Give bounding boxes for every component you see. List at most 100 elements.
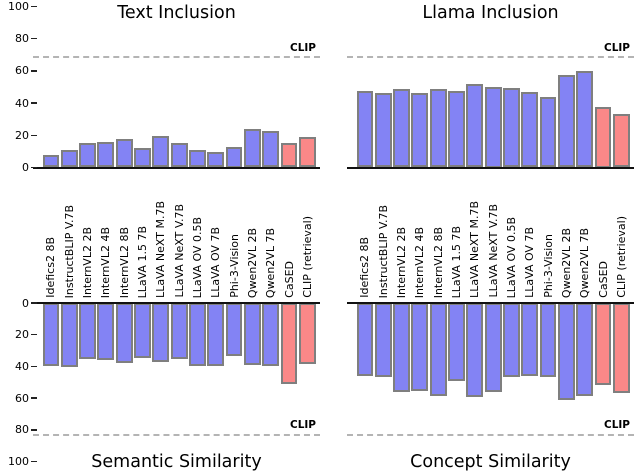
clip-reference-line [347, 433, 634, 436]
bar-internvl2-2b [393, 303, 410, 392]
y-tick-mark [31, 429, 37, 431]
bar-internvl2-4b [97, 303, 115, 361]
bar-llava-ov-7b [521, 303, 539, 376]
x-tick-label-text: CLIP (retrieval) [614, 216, 628, 298]
x-tick-label-text: InternVL2 4B [99, 226, 113, 298]
bar-llava-next-v-7b [484, 303, 502, 392]
x-tick-label-text: InternVL2 8B [117, 226, 131, 298]
bar-internvl2-8b [429, 303, 447, 396]
y-tick-label: 0 [22, 161, 29, 174]
bar-qwen2vl-2b [244, 128, 261, 168]
x-tick-label-text: Qwen2VL 7B [264, 227, 278, 298]
x-tick-label: Phi-3-Vision [227, 234, 241, 298]
x-tick-label: LLaVA NeXT V.7B [172, 204, 186, 298]
panel-title-concept-similarity: Concept Similarity [410, 452, 571, 472]
x-tick-label-text: LLaVA NeXT V.7B [172, 204, 186, 298]
x-tick-label-text: InternVL2 2B [395, 226, 409, 298]
x-tick-label: Idefics2 8B [44, 237, 58, 298]
x-tick-label: LLaVA OV 7B [523, 227, 537, 298]
x-tick-label: Qwen2VL 7B [264, 228, 278, 298]
bar-idefics2-8b [42, 303, 60, 366]
bar-llava-next-v-7b [170, 303, 188, 360]
bar-idefics2-8b [356, 303, 374, 376]
x-tick-label: InternVL2 4B [413, 227, 427, 298]
clip-reference-line [33, 56, 320, 59]
clip-reference-label: CLIP [604, 41, 630, 54]
x-tick-label-text: CLIP (retrieval) [300, 216, 314, 298]
bar-internvl2-2b [79, 143, 96, 168]
bar-llava-next-v-7b [170, 142, 188, 168]
bar-llava-1-5-7b [448, 303, 465, 381]
y-tick-mark [31, 134, 37, 137]
x-tick-label: Phi-3-Vision [541, 234, 555, 298]
bar-internvl2-8b [115, 138, 133, 168]
bar-cased [594, 107, 612, 168]
x-tick-label-text: Qwen2VL 2B [245, 227, 259, 298]
bar-internvl2-4b [411, 92, 429, 168]
clip-reference-line [33, 433, 320, 436]
x-tick-label: CLIP (retrieval) [614, 216, 628, 298]
x-tick-label-text: CaSED [282, 261, 296, 298]
clip-reference-line [347, 56, 634, 59]
x-tick-label: Qwen2VL 2B [559, 228, 573, 298]
x-tick-label-text: Idefics2 8B [44, 237, 58, 298]
bar-llava-ov-7b [207, 303, 225, 367]
x-tick-label-text: InternVL2 8B [431, 226, 445, 298]
y-tick-mark [31, 460, 37, 463]
bar-qwen2vl-7b [262, 131, 280, 168]
y-tick-label: 40 [15, 96, 29, 110]
clip-reference-label: CLIP [604, 419, 630, 432]
x-tick-label: LLaVA NeXT V.7B [486, 204, 500, 298]
x-tick-label-text: LLaVA 1.5 7B [450, 225, 463, 298]
bar-phi-3-vision [225, 303, 243, 357]
x-tick-label: LLaVA 1.5 7B [136, 226, 150, 298]
x-tick-label: InstructBLIP V.7B [376, 205, 390, 298]
x-tick-label: LLaVA 1.5 7B [450, 226, 464, 298]
x-tick-label: InternVL2 8B [117, 227, 131, 298]
y-tick-mark [31, 397, 37, 399]
x-tick-label: CaSED [596, 261, 610, 298]
bar-qwen2vl-7b [576, 303, 594, 396]
bar-instructblip-v-7b [374, 93, 392, 168]
x-tick-label-text: LLaVA OV 0.5B [504, 216, 518, 298]
bar-cased [280, 143, 298, 168]
x-tick-label-text: LLaVA NeXT M.7B [154, 201, 168, 298]
bar-phi-3-vision [539, 97, 557, 168]
x-tick-label-text: InstructBLIP V.7B [376, 204, 390, 298]
bar-cased [594, 303, 612, 385]
y-tick-mark [31, 5, 37, 8]
bar-cased [280, 303, 298, 384]
bar-phi-3-vision [539, 303, 557, 377]
x-tick-label: Qwen2VL 7B [578, 228, 592, 298]
panel-title-text-inclusion: Text Inclusion [117, 3, 236, 23]
y-tick-label: 80 [15, 423, 29, 437]
bar-instructblip-v-7b [60, 303, 78, 368]
bar-internvl2-2b [79, 303, 96, 360]
bar-internvl2-8b [429, 88, 447, 168]
bar-qwen2vl-7b [576, 70, 594, 168]
x-tick-label: Qwen2VL 2B [245, 228, 259, 298]
bar-clip-retrieval- [612, 114, 630, 168]
y-tick-mark [31, 333, 37, 336]
x-tick-label-text: LLaVA OV 7B [523, 227, 537, 298]
x-tick-label: LLaVA NeXT M.7B [468, 201, 482, 298]
x-tick-label-text: Idefics2 8B [358, 237, 372, 298]
bar-internvl2-2b [393, 89, 410, 168]
axis-baseline [347, 166, 634, 169]
x-tick-label: LLaVA OV 0.5B [504, 217, 518, 298]
x-tick-label-text: InstructBLIP V.7B [62, 204, 76, 298]
y-tick-label: 20 [15, 128, 29, 142]
bar-llava-next-m-7b [466, 303, 484, 397]
x-tick-label-text: CaSED [596, 261, 610, 298]
bar-qwen2vl-7b [262, 303, 280, 367]
axis-baseline [33, 302, 320, 304]
clip-reference-label: CLIP [290, 41, 316, 54]
bar-llava-next-m-7b [152, 303, 170, 362]
clip-reference-label: CLIP [290, 419, 316, 432]
bar-llava-ov-0-5b [503, 87, 520, 168]
bar-llava-ov-7b [207, 152, 225, 168]
bar-clip-retrieval- [298, 136, 316, 168]
bar-llava-ov-0-5b [189, 303, 206, 366]
panel-title-llama-inclusion: Llama Inclusion [422, 3, 559, 23]
axis-baseline [347, 302, 634, 304]
